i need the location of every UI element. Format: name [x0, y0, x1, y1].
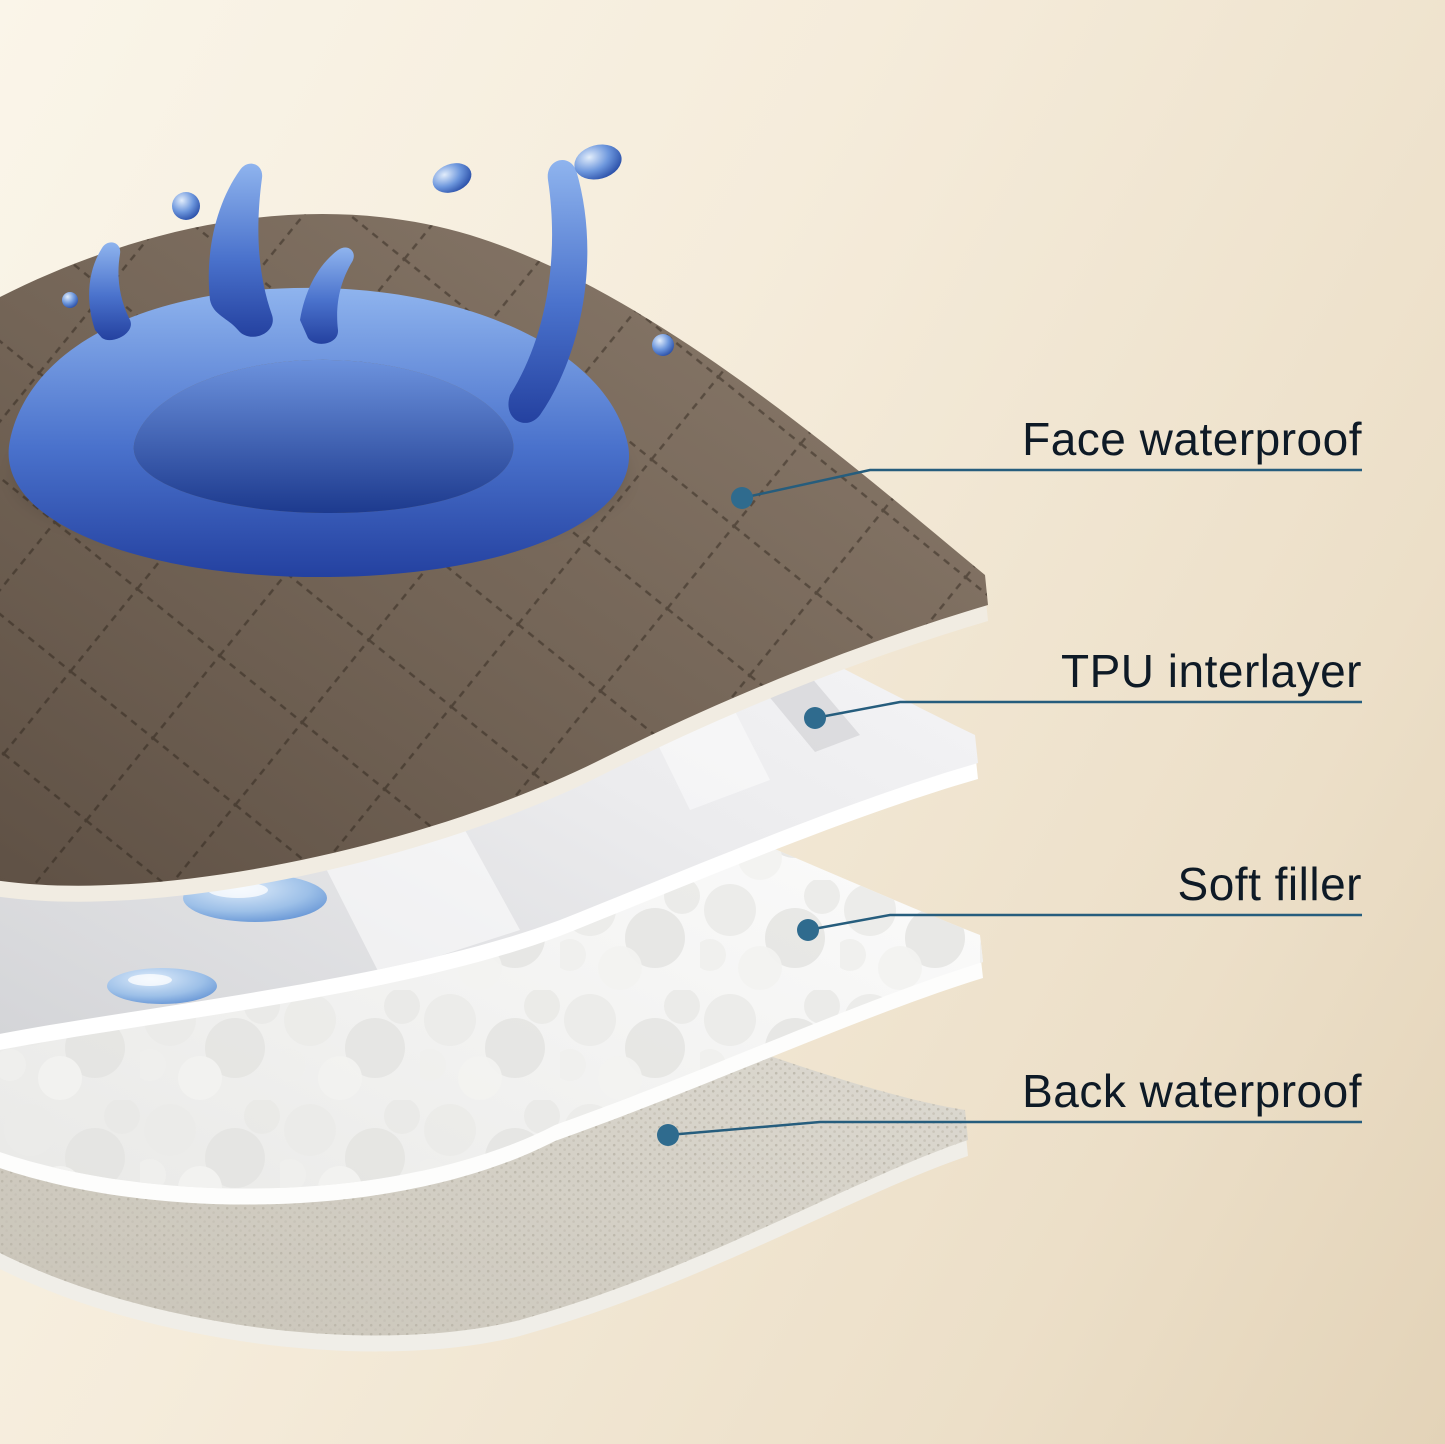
callout-line-face-waterproof	[741, 468, 1362, 500]
splash-cavity	[133, 359, 514, 514]
callout-dot-tpu-interlayer	[804, 707, 826, 729]
flying-droplet	[574, 144, 622, 180]
label-back-waterproof: Back waterproof	[1022, 1065, 1362, 1117]
splash-spike	[300, 247, 354, 344]
callout-dots	[657, 487, 826, 1146]
callout-dot-back-waterproof	[657, 1124, 679, 1146]
callout-line-tpu-interlayer	[814, 700, 1362, 720]
label-tpu-interlayer: TPU interlayer	[1061, 645, 1362, 697]
splash-spike	[89, 242, 131, 341]
callout-line-back-waterproof	[667, 1120, 1362, 1137]
callout-dot-face-waterproof	[731, 487, 753, 509]
callout-dot-soft-filler	[797, 919, 819, 941]
flying-droplet	[432, 163, 472, 193]
water-droplet	[107, 968, 217, 1004]
label-face-waterproof: Face waterproof	[1022, 413, 1362, 465]
callout-lines	[667, 468, 1362, 1137]
splash-ring	[8, 287, 630, 578]
callout-line-soft-filler	[807, 913, 1362, 932]
splash-spike	[508, 159, 588, 423]
water-splash	[8, 144, 674, 578]
flying-droplet	[172, 192, 200, 220]
splash-spike	[208, 163, 273, 337]
label-soft-filler: Soft filler	[1177, 858, 1362, 910]
droplet-highlight	[128, 974, 172, 986]
flying-droplet	[652, 334, 674, 356]
flying-droplet	[62, 292, 78, 308]
